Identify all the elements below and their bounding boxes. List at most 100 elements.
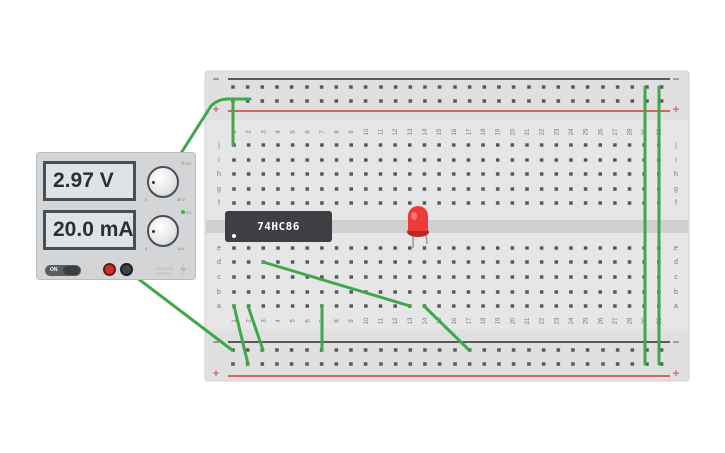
terminal-hole[interactable] [598, 260, 603, 264]
terminal-hole[interactable] [554, 187, 559, 191]
terminal-hole[interactable] [334, 143, 339, 147]
terminal-hole[interactable] [510, 158, 515, 162]
terminal-hole[interactable] [378, 304, 383, 308]
top-rail-hole[interactable] [659, 99, 664, 103]
bottom-rail-hole[interactable] [497, 362, 501, 366]
jumper-wire[interactable] [106, 97, 252, 270]
terminal-hole[interactable] [495, 143, 500, 147]
terminal-hole[interactable] [408, 275, 412, 279]
terminal-hole[interactable] [364, 143, 368, 147]
terminal-hole[interactable] [510, 260, 515, 264]
terminal-hole[interactable] [364, 260, 368, 264]
terminal-hole[interactable] [261, 201, 266, 205]
power-supply[interactable]: 2.97 V 20.0 mA 0 30 V 0 5 A CV CC ON VOL… [36, 152, 196, 280]
terminal-hole[interactable] [495, 260, 500, 264]
terminal-hole[interactable] [539, 246, 544, 250]
terminal-hole[interactable] [569, 260, 573, 264]
bottom-rail-hole[interactable] [231, 362, 235, 366]
terminal-hole[interactable] [525, 158, 529, 162]
top-rail-hole[interactable] [585, 99, 590, 103]
bottom-rail-hole[interactable] [363, 348, 368, 352]
terminal-hole[interactable] [466, 187, 471, 191]
top-rail-hole[interactable] [585, 85, 590, 89]
terminal-hole[interactable] [510, 172, 515, 176]
top-rail-hole[interactable] [659, 85, 664, 89]
terminal-hole[interactable] [495, 187, 500, 191]
bottom-rail-hole[interactable] [423, 362, 427, 366]
bottom-rail-hole[interactable] [556, 362, 561, 366]
bottom-rail-hole[interactable] [527, 348, 531, 352]
terminal-hole[interactable] [613, 246, 617, 250]
top-rail-hole[interactable] [437, 99, 442, 103]
terminal-hole[interactable] [569, 246, 573, 250]
terminal-hole[interactable] [539, 260, 544, 264]
current-knob[interactable] [147, 215, 179, 247]
terminal-hole[interactable] [422, 246, 427, 250]
terminal-hole[interactable] [290, 143, 295, 147]
top-rail-hole[interactable] [393, 85, 398, 89]
bottom-rail-hole[interactable] [408, 362, 413, 366]
terminal-hole[interactable] [613, 260, 617, 264]
terminal-hole[interactable] [554, 172, 559, 176]
terminal-hole[interactable] [437, 304, 441, 308]
jumper-wire[interactable] [122, 266, 234, 352]
terminal-hole[interactable] [305, 172, 310, 176]
terminal-hole[interactable] [276, 275, 280, 279]
terminal-hole[interactable] [349, 290, 353, 294]
terminal-hole[interactable] [627, 172, 632, 176]
jumper-wire[interactable] [232, 304, 250, 366]
terminal-hole[interactable] [525, 260, 529, 264]
terminal-hole[interactable] [290, 201, 295, 205]
terminal-hole[interactable] [232, 260, 236, 264]
terminal-hole[interactable] [261, 275, 266, 279]
terminal-hole[interactable] [627, 275, 632, 279]
positive-terminal[interactable] [103, 263, 116, 276]
bottom-rail-hole[interactable] [601, 362, 605, 366]
terminal-hole[interactable] [349, 172, 353, 176]
bottom-rail-hole[interactable] [615, 362, 620, 366]
bottom-rail-hole[interactable] [571, 362, 575, 366]
terminal-hole[interactable] [598, 304, 603, 308]
bottom-rail-hole[interactable] [437, 362, 442, 366]
terminal-hole[interactable] [276, 290, 280, 294]
terminal-hole[interactable] [246, 172, 251, 176]
terminal-hole[interactable] [422, 158, 427, 162]
terminal-hole[interactable] [305, 201, 310, 205]
top-rail-hole[interactable] [363, 85, 368, 89]
terminal-hole[interactable] [437, 260, 441, 264]
terminal-hole[interactable] [569, 172, 573, 176]
terminal-hole[interactable] [422, 201, 427, 205]
terminal-hole[interactable] [451, 201, 456, 205]
terminal-hole[interactable] [481, 275, 485, 279]
top-rail-hole[interactable] [260, 99, 265, 103]
top-rail-hole[interactable] [497, 99, 501, 103]
terminal-hole[interactable] [290, 158, 295, 162]
terminal-hole[interactable] [481, 187, 485, 191]
top-rail-hole[interactable] [601, 99, 605, 103]
terminal-hole[interactable] [437, 143, 441, 147]
terminal-hole[interactable] [334, 201, 339, 205]
top-rail-hole[interactable] [482, 99, 487, 103]
bottom-rail-hole[interactable] [571, 348, 575, 352]
terminal-hole[interactable] [569, 304, 573, 308]
terminal-hole[interactable] [569, 290, 573, 294]
top-rail-hole[interactable] [334, 99, 339, 103]
top-rail-hole[interactable] [571, 99, 575, 103]
terminal-hole[interactable] [422, 143, 427, 147]
terminal-hole[interactable] [320, 201, 324, 205]
bottom-rail-hole[interactable] [541, 362, 546, 366]
terminal-hole[interactable] [554, 246, 559, 250]
terminal-hole[interactable] [510, 304, 515, 308]
terminal-hole[interactable] [451, 143, 456, 147]
top-rail-hole[interactable] [289, 99, 294, 103]
terminal-hole[interactable] [583, 275, 588, 279]
terminal-hole[interactable] [627, 143, 632, 147]
terminal-hole[interactable] [422, 275, 427, 279]
terminal-hole[interactable] [451, 304, 456, 308]
terminal-hole[interactable] [276, 304, 280, 308]
terminal-hole[interactable] [364, 158, 368, 162]
top-rail-hole[interactable] [615, 85, 620, 89]
terminal-hole[interactable] [393, 275, 397, 279]
bottom-rail-hole[interactable] [423, 348, 427, 352]
terminal-hole[interactable] [232, 246, 236, 250]
